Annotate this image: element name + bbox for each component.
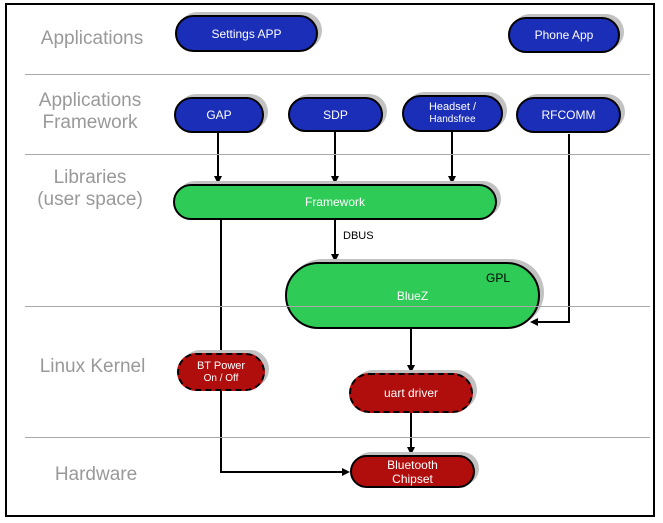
layer-divider-framework <box>25 154 650 155</box>
gpl-label: GPL <box>485 271 510 285</box>
layer-label-applications-text: Applications <box>40 28 144 49</box>
settings-app-node: Settings APP <box>175 15 318 52</box>
layer-label-applications-framework: Applications Framework <box>15 90 165 134</box>
layer-label-hardware: Hardware <box>20 464 172 486</box>
framework-label: Framework <box>304 195 365 209</box>
uart-driver-label: uart driver <box>383 386 439 400</box>
phone-app-node: Phone App <box>508 17 620 53</box>
arrowhead-uart-to-chipset <box>407 447 415 455</box>
bt-power-node: BT Power On / Off <box>177 353 265 391</box>
layer-label-hardware-text: Hardware <box>54 464 138 485</box>
edge-uart-to-chipset <box>410 413 412 447</box>
layer-label-applications-framework-line1: Applications <box>38 90 142 111</box>
headset-label-line2: Handsfree <box>429 114 476 125</box>
diagram-border <box>5 3 655 517</box>
settings-app-label: Settings APP <box>211 26 282 41</box>
edge-rfcomm-down <box>568 134 570 323</box>
rfcomm-node: RFCOMM <box>516 97 621 133</box>
phone-app-label: Phone App <box>534 28 594 42</box>
layer-divider-libraries <box>25 306 650 307</box>
layer-divider-applications <box>25 74 650 75</box>
gap-label: GAP <box>206 108 232 122</box>
bt-power-label-line2: On / Off <box>203 372 239 384</box>
arrowhead-rfcomm-to-bluez <box>530 318 538 326</box>
bt-power-label-line1: BT Power <box>196 359 246 372</box>
arrowhead-sdp-to-framework <box>331 176 339 184</box>
layer-label-applications-framework-line2: Framework <box>42 112 138 133</box>
arrowhead-bluez-to-uart <box>407 365 415 373</box>
layer-label-linux-kernel-text: Linux Kernel <box>39 356 146 377</box>
layer-label-applications: Applications <box>18 28 166 50</box>
layer-label-libraries: Libraries (user space) <box>15 167 165 211</box>
edge-framework-to-bluez-dbus <box>334 220 336 255</box>
edge-bluez-to-uart <box>410 329 412 365</box>
edge-rfcomm-to-bluez <box>538 321 570 323</box>
bluez-node: BlueZ GPL <box>285 262 540 329</box>
arrowhead-gap-to-framework <box>214 176 222 184</box>
headset-handsfree-node: Headset / Handsfree <box>402 95 503 132</box>
headset-label-line1: Headset / <box>428 101 477 113</box>
dbus-edge-label: DBUS <box>343 230 374 242</box>
edge-btpower-to-chipset <box>220 471 342 473</box>
uart-driver-node: uart driver <box>349 373 473 413</box>
framework-node: Framework <box>173 184 497 220</box>
layer-label-libraries-line2: (user space) <box>37 189 143 210</box>
layer-divider-kernel <box>25 437 650 438</box>
layer-label-linux-kernel: Linux Kernel <box>15 356 170 378</box>
gap-node: GAP <box>174 97 264 133</box>
rfcomm-label: RFCOMM <box>541 108 596 122</box>
sdp-label: SDP <box>323 107 348 122</box>
edge-framework-through-btpower <box>220 220 222 473</box>
layer-label-libraries-line1: Libraries <box>53 167 127 188</box>
edge-gap-to-framework <box>217 133 219 177</box>
arrowhead-framework-to-bluez <box>331 254 339 262</box>
arrowhead-headset-to-framework <box>448 176 456 184</box>
bluetooth-chipset-node: Bluetooth Chipset <box>350 455 475 488</box>
bluez-label: BlueZ <box>396 288 429 303</box>
bluetooth-chipset-label-line1: Bluetooth <box>387 457 438 472</box>
sdp-node: SDP <box>288 97 383 132</box>
arrowhead-to-chipset-left <box>342 468 350 476</box>
bluetooth-chipset-label-line2: Chipset <box>392 471 433 486</box>
